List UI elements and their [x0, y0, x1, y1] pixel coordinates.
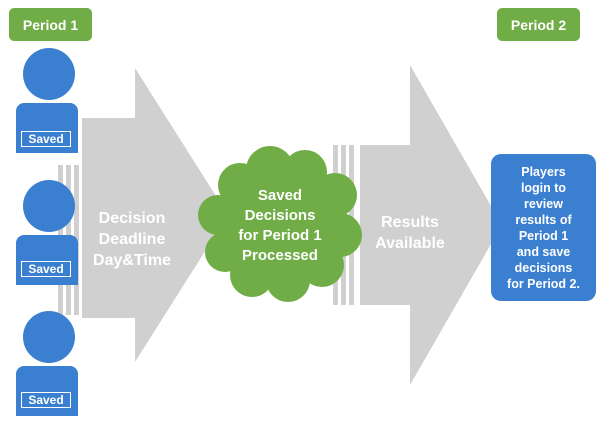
period-1-label: Period 1 [9, 8, 92, 41]
arrow-1-text: Decision Deadline Day&Time [82, 208, 182, 271]
cloud-text: Saved Decisions for Period 1 Processed [220, 186, 340, 266]
outcome-line: results of [515, 212, 572, 227]
arrow-2-line: Available [375, 235, 445, 252]
player-body [16, 366, 78, 416]
cloud-line: Processed [242, 247, 318, 264]
outcome-line: Period 1 [518, 228, 569, 243]
saved-badge: Saved [21, 131, 71, 147]
outcome-line: login to [520, 180, 567, 195]
outcome-line: review [524, 196, 563, 211]
outcome-line: for Period 2. [507, 276, 580, 291]
saved-badge: Saved [21, 392, 71, 408]
arrow-2-text: Results Available [360, 212, 460, 254]
player-body [16, 103, 78, 153]
period-2-label: Period 2 [497, 8, 580, 41]
arrow-1-line: Decision [98, 210, 166, 227]
outcome-box: Players login to review results of Perio… [491, 154, 596, 301]
player-body [16, 235, 78, 285]
arrow-decision-deadline [82, 68, 228, 362]
arrow-2-line: Results [381, 214, 439, 231]
player-head [23, 48, 75, 100]
cloud-line: Decisions [244, 207, 316, 224]
player-head [23, 180, 75, 232]
arrow-1-line: Deadline [98, 231, 166, 248]
cloud-line: Saved [257, 187, 303, 204]
outcome-text: Players login to review results of Perio… [507, 164, 580, 292]
arrow-1-line: Day&Time [93, 252, 171, 269]
saved-badge: Saved [21, 261, 71, 277]
outcome-line: decisions [514, 260, 573, 275]
outcome-line: and save [516, 244, 571, 259]
player-head [23, 311, 75, 363]
cloud-line: for Period 1 [238, 227, 322, 244]
arrow-results-available [360, 65, 502, 385]
cloud-shape [198, 146, 362, 302]
outcome-line: Players [521, 164, 566, 179]
